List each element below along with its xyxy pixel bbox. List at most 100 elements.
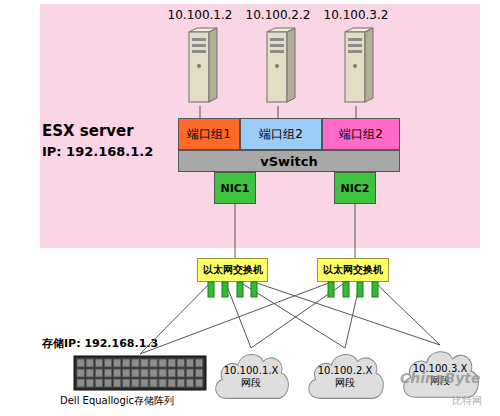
network-cloud: 10.100.1.X 网段 bbox=[210, 348, 292, 402]
drive-bay bbox=[186, 379, 194, 387]
box-label: 端口组2 bbox=[259, 126, 303, 143]
storage-ip: 存储IP: 192.168.1.3 bbox=[42, 336, 158, 351]
box-label: vSwitch bbox=[260, 154, 317, 169]
drive-bay bbox=[195, 359, 203, 367]
box-label: NIC2 bbox=[340, 182, 369, 195]
drive-bay bbox=[77, 369, 85, 377]
server-ip: 10.100.3.2 bbox=[321, 8, 391, 22]
drive-bay bbox=[86, 369, 94, 377]
drive-bay bbox=[104, 379, 112, 387]
server-front bbox=[189, 32, 209, 102]
connector-line bbox=[225, 282, 251, 348]
server-side bbox=[209, 28, 217, 102]
drive-bay bbox=[168, 379, 176, 387]
connector-line bbox=[240, 282, 345, 348]
drive-bay bbox=[141, 369, 149, 377]
drive-bay bbox=[168, 359, 176, 367]
host-name: ESX server bbox=[42, 122, 134, 140]
connector-line bbox=[375, 282, 440, 345]
drive-slot bbox=[270, 50, 284, 53]
cloud-text-wrap: 10.100.1.X 网段 bbox=[210, 348, 292, 402]
connector-line bbox=[345, 282, 360, 348]
box-label: 以太网交换机 bbox=[323, 263, 383, 277]
nic-box: NIC1 bbox=[214, 172, 256, 204]
drive-bay bbox=[186, 359, 194, 367]
drive-slot bbox=[192, 50, 206, 53]
drive-bay bbox=[141, 359, 149, 367]
drive-bay bbox=[123, 369, 131, 377]
connector-line bbox=[140, 282, 331, 354]
server-side bbox=[287, 28, 295, 102]
drive-bay bbox=[141, 379, 149, 387]
drive-bay bbox=[195, 379, 203, 387]
drive-bay bbox=[177, 379, 185, 387]
nic-box: NIC2 bbox=[334, 172, 376, 204]
drive-slot bbox=[270, 38, 284, 41]
drive-bay bbox=[177, 369, 185, 377]
cloud-outline bbox=[309, 354, 384, 398]
box-label: 端口组1 bbox=[187, 126, 231, 143]
box-label: 以太网交换机 bbox=[203, 263, 263, 277]
switch-port bbox=[343, 282, 349, 297]
watermark: ChinaByte bbox=[400, 370, 480, 386]
server-icon bbox=[165, 26, 235, 106]
storage-name: Dell Equallogic存储阵列 bbox=[60, 394, 174, 408]
drive-bay bbox=[159, 369, 167, 377]
drive-bay bbox=[95, 359, 103, 367]
port-group: 端口组2 bbox=[322, 118, 400, 150]
drive-bay bbox=[195, 369, 203, 377]
drive-slot bbox=[192, 38, 206, 41]
power-button bbox=[353, 64, 357, 68]
drive-bay bbox=[159, 379, 167, 387]
drive-bay bbox=[104, 359, 112, 367]
drive-bay bbox=[123, 379, 131, 387]
drive-bay bbox=[132, 359, 140, 367]
drive-bay bbox=[186, 369, 194, 377]
drive-bay bbox=[168, 369, 176, 377]
switch-port bbox=[357, 282, 363, 297]
subnet-label: 10.100.2.X 网段 bbox=[314, 361, 376, 389]
switch-port bbox=[237, 282, 243, 297]
server-ip: 10.100.2.2 bbox=[243, 8, 313, 22]
switch-port bbox=[208, 282, 214, 297]
drive-slot bbox=[348, 44, 362, 47]
drive-bay bbox=[113, 369, 121, 377]
cloud-outline bbox=[216, 354, 289, 398]
storage-node: 存储IP: 192.168.1.3Dell Equallogic存储阵列 bbox=[70, 354, 210, 410]
subnet-label: 10.100.1.X 网段 bbox=[220, 361, 282, 389]
drive-bay bbox=[132, 369, 140, 377]
server-ip: 10.100.1.2 bbox=[165, 8, 235, 22]
drive-bay bbox=[77, 359, 85, 367]
drive-slot bbox=[348, 38, 362, 41]
connector-line bbox=[254, 282, 440, 345]
drive-bay bbox=[86, 359, 94, 367]
drive-bay bbox=[113, 379, 121, 387]
drive-slot bbox=[270, 44, 284, 47]
server-front bbox=[345, 32, 365, 102]
drive-slot bbox=[348, 50, 362, 53]
drive-bay bbox=[177, 359, 185, 367]
drive-bay bbox=[77, 379, 85, 387]
network-cloud: 10.100.2.X 网段 bbox=[303, 348, 387, 402]
port-group: 端口组2 bbox=[240, 118, 322, 150]
array-chassis bbox=[74, 356, 206, 390]
host-box: ESX serverIP: 192.168.1.2 10.100.1.2 10.10… bbox=[40, 4, 480, 248]
ethernet-switch: 以太网交换机 bbox=[197, 258, 268, 282]
cloud-text-wrap: 10.100.2.X 网段 bbox=[303, 348, 387, 402]
drive-bay bbox=[150, 359, 158, 367]
drive-bay bbox=[159, 359, 167, 367]
watermark: 比特网 bbox=[452, 394, 482, 408]
power-button bbox=[275, 64, 279, 68]
server-node: 10.100.2.2 bbox=[243, 8, 313, 106]
port-group: 端口组1 bbox=[178, 118, 240, 150]
host-ip: IP: 192.168.1.2 bbox=[42, 144, 153, 159]
server-node: 10.100.3.2 bbox=[321, 8, 391, 106]
drive-bay bbox=[113, 359, 121, 367]
server-icon bbox=[321, 26, 391, 106]
drive-bay bbox=[123, 359, 131, 367]
drive-bay bbox=[132, 379, 140, 387]
server-icon bbox=[243, 26, 313, 106]
connector-line bbox=[251, 282, 346, 348]
switch-port bbox=[251, 282, 257, 297]
